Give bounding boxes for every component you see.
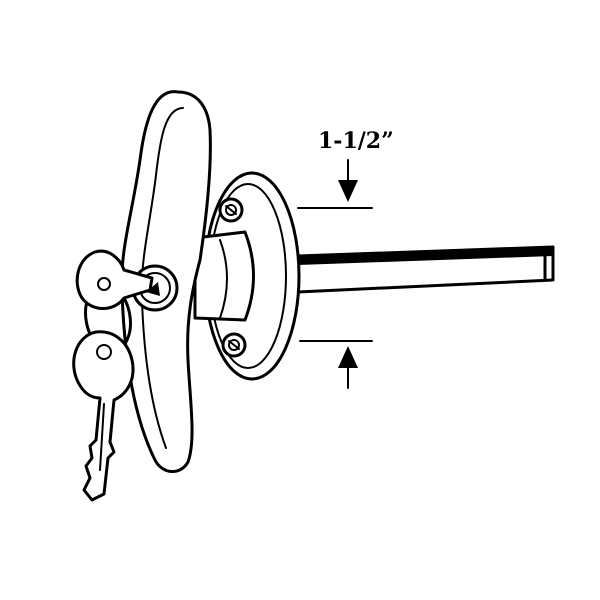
lock-shaft — [296, 245, 555, 294]
arrow-down-icon — [338, 180, 358, 202]
dimension-label: 1-1/2” — [318, 128, 394, 154]
arrow-up-icon — [338, 346, 358, 368]
key-upper — [75, 249, 154, 310]
dimension-marker — [297, 159, 373, 389]
mounting-screw-top — [218, 197, 244, 223]
key-lower — [72, 330, 135, 502]
mounting-screw-bottom — [221, 332, 247, 358]
handle-collar — [193, 230, 255, 322]
